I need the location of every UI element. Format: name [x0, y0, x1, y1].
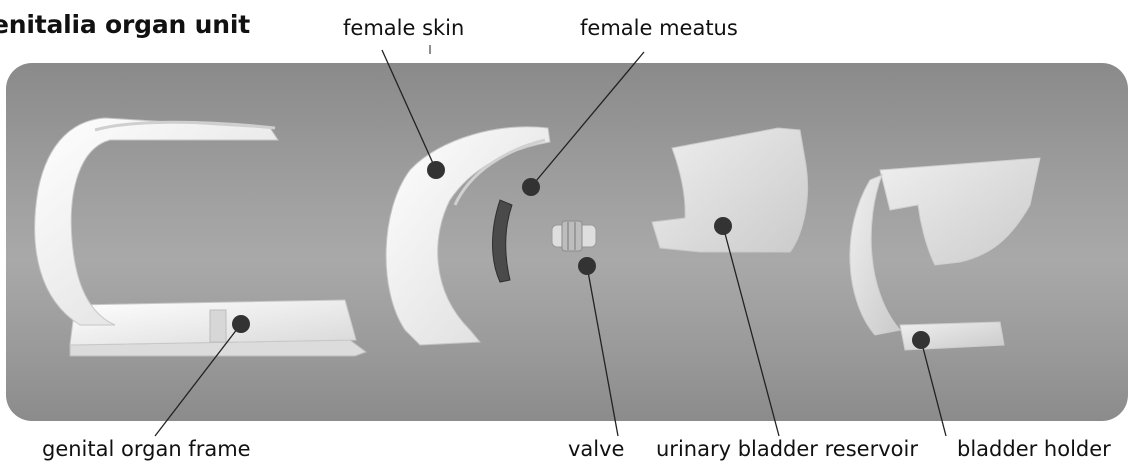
valve-part	[552, 221, 596, 251]
leader-urinary-bladder-reservoir	[723, 226, 779, 436]
urinary-bladder-reservoir-part	[652, 128, 808, 252]
leader-lines	[155, 50, 946, 436]
marker-female-skin	[427, 161, 445, 179]
leader-female-skin	[382, 50, 436, 170]
bladder-holder-part	[850, 158, 1040, 350]
leader-bladder-holder	[921, 340, 946, 436]
marker-urinary-bladder-reservoir	[714, 217, 732, 235]
marker-valve	[578, 257, 596, 275]
leader-female-meatus	[531, 52, 644, 187]
marker-female-meatus	[522, 178, 540, 196]
genital-organ-frame-part	[35, 118, 366, 356]
marker-genital-organ-frame	[232, 315, 250, 333]
female-skin-part	[386, 127, 550, 345]
leader-valve	[587, 266, 618, 436]
female-meatus-part	[493, 200, 513, 282]
marker-bladder-holder	[912, 331, 930, 349]
